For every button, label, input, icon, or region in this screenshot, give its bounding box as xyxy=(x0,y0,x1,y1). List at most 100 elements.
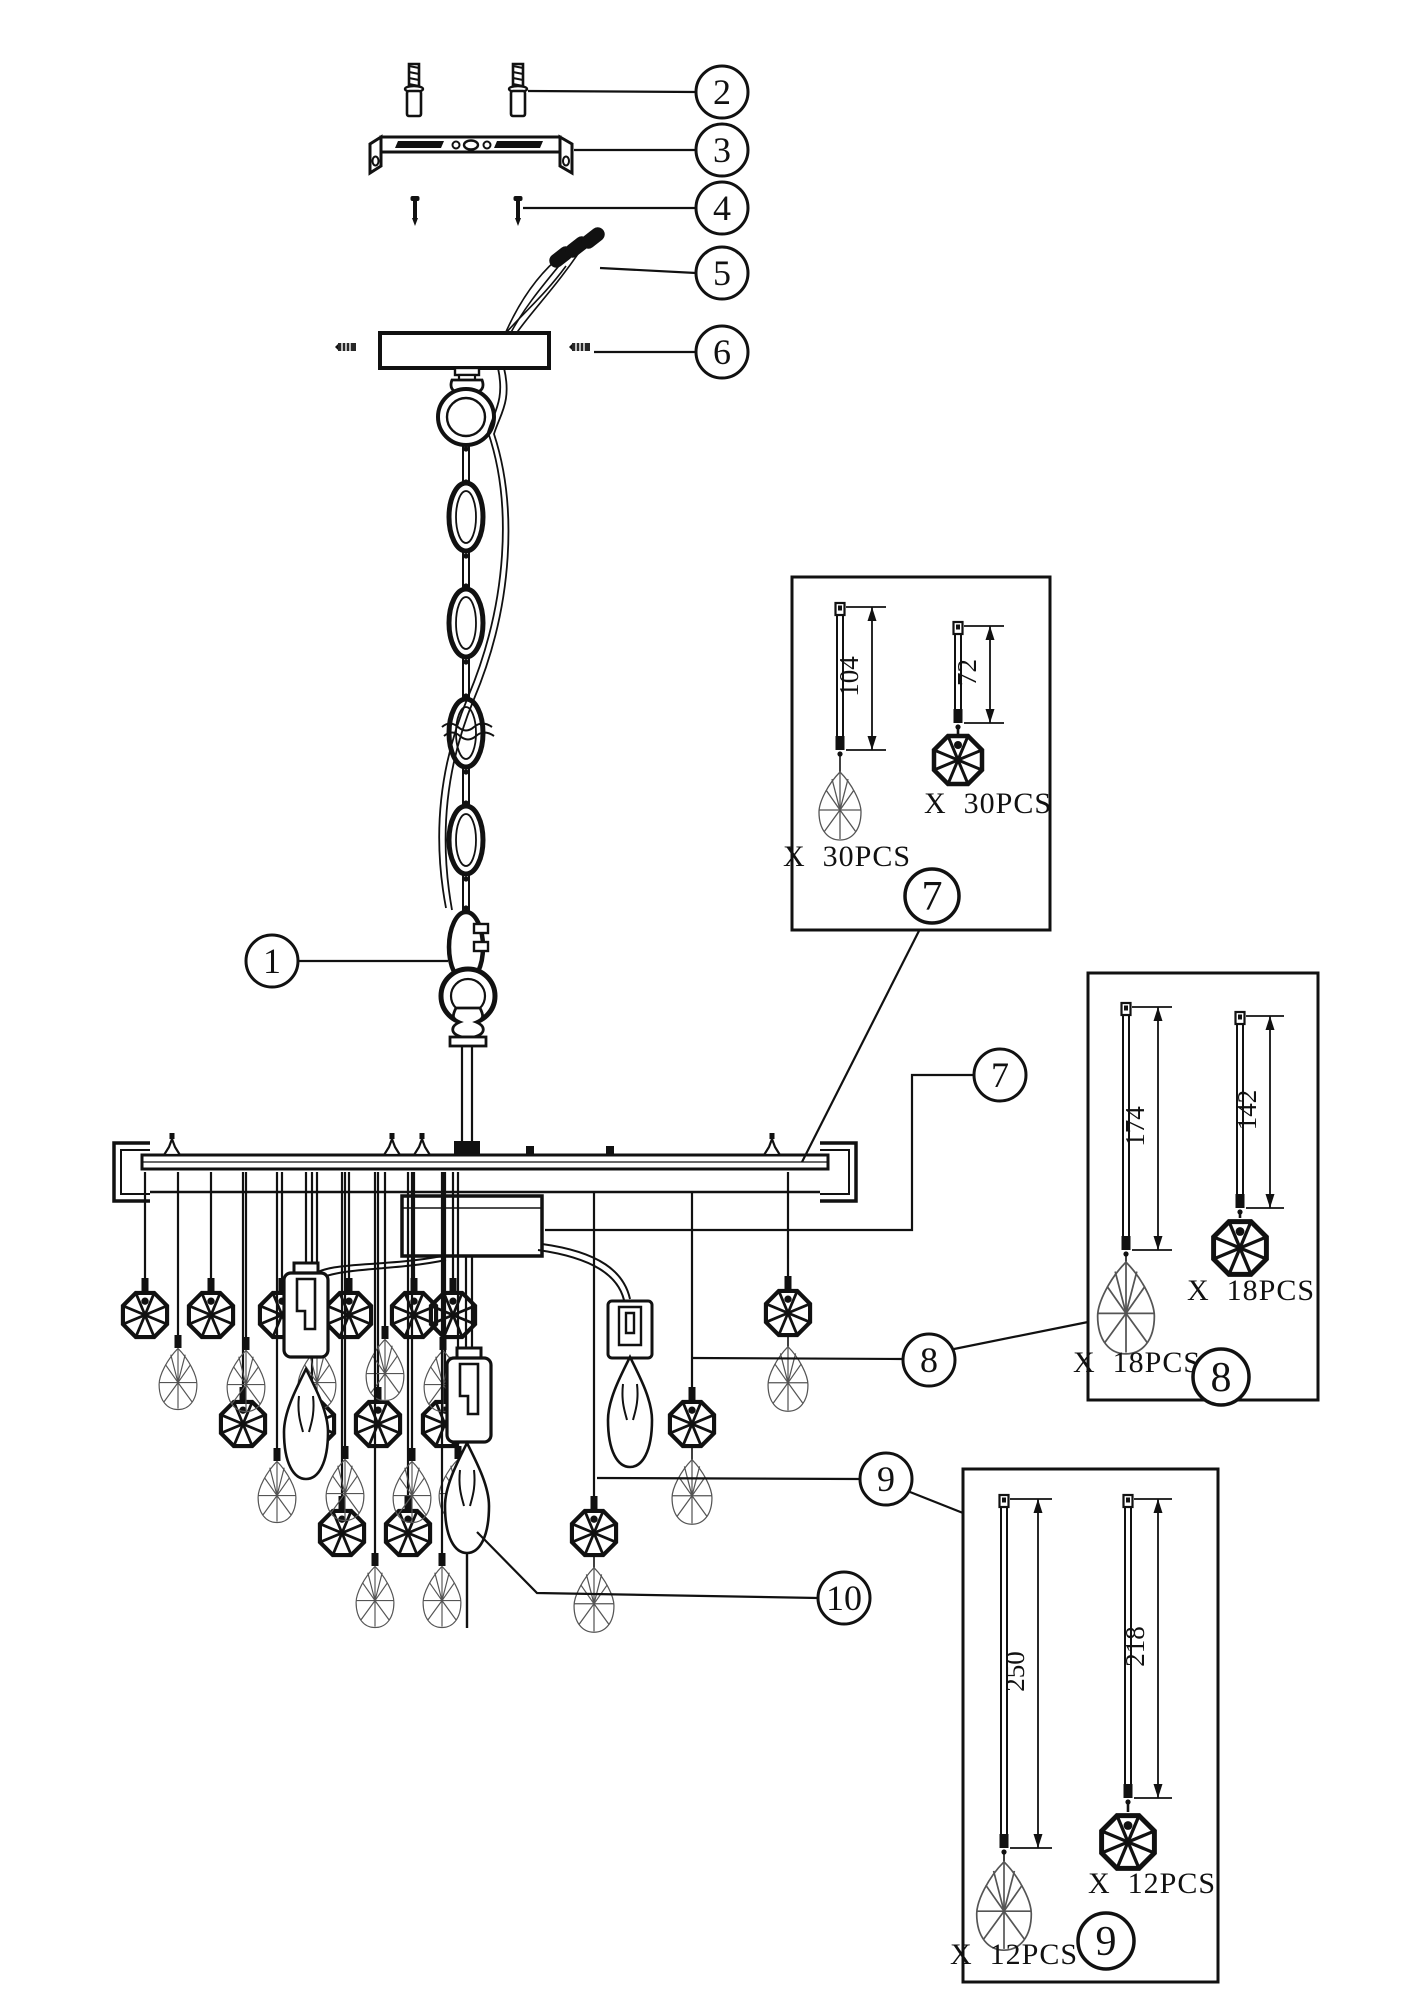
callout-6-label: 6 xyxy=(713,332,731,372)
teardrop-crystal-icon xyxy=(573,1567,615,1633)
finial-screw-icon xyxy=(762,1131,782,1157)
hanger-cap xyxy=(338,1496,346,1509)
teardrop-crystal-icon xyxy=(767,1346,809,1412)
callout-7-label: 7 xyxy=(991,1055,1009,1095)
hanger-cap xyxy=(345,1278,353,1291)
callout-9: 9 xyxy=(858,1451,914,1507)
candle-sockets xyxy=(282,1261,654,1628)
hanger-cap xyxy=(273,1448,281,1461)
hanger-cap xyxy=(381,1326,389,1339)
chandelier-frame xyxy=(112,1131,858,1356)
length-break-mark xyxy=(441,722,495,741)
hanger-cap xyxy=(239,1387,247,1400)
canopy-side-screw-icon xyxy=(568,342,591,352)
leader-lines xyxy=(298,89,1089,1600)
hanger-cap xyxy=(438,1553,446,1566)
octagon-crystal-icon xyxy=(221,1402,265,1446)
callout-5: 5 xyxy=(694,245,750,301)
teardrop-crystal-icon xyxy=(325,1458,365,1522)
callout-2: 2 xyxy=(694,64,750,120)
leader-line-box8 xyxy=(953,1320,1089,1351)
screw-icon xyxy=(410,196,420,226)
teardrop-crystal-icon xyxy=(355,1565,395,1629)
callout-10: 10 xyxy=(816,1570,872,1626)
teardrop-crystal-icon xyxy=(226,1349,266,1413)
candle-socket-icon xyxy=(445,1346,493,1444)
hanger-cap xyxy=(374,1387,382,1400)
hanger-cap xyxy=(341,1446,349,1459)
screw-icon xyxy=(513,196,523,226)
candle-bulb-icon xyxy=(282,1367,330,1481)
wall-anchors xyxy=(403,62,529,118)
leader-line-5 xyxy=(599,266,697,275)
dimensioned-pin: 104 72 xyxy=(834,601,1004,757)
wire-nut-icon xyxy=(549,227,605,268)
teardrop-crystal-icon xyxy=(365,1338,405,1402)
dimension-label: 142 xyxy=(1232,1090,1262,1131)
dimensioned-pin: 250 218 xyxy=(998,1493,1172,1855)
teardrop-crystal-icon xyxy=(392,1460,432,1524)
center-hub-box xyxy=(400,1194,544,1258)
teardrop-crystal-icon xyxy=(422,1565,462,1629)
canopy-side-screw-icon xyxy=(334,342,357,352)
hanger-cap xyxy=(174,1335,182,1348)
hanger-cap xyxy=(408,1448,416,1461)
octagon-crystal-icon xyxy=(327,1293,371,1337)
callout-9-label: 9 xyxy=(877,1459,895,1499)
callout-bubbles: 1 2 3 4 5 6 7 8 xyxy=(244,64,1028,1626)
octagon-crystal-icon xyxy=(320,1511,364,1555)
callout-6: 6 xyxy=(694,324,750,380)
finial-screw-icon xyxy=(412,1131,432,1157)
hanger-cap xyxy=(784,1276,792,1289)
octagon-crystal-icon xyxy=(572,1511,616,1555)
qty-label: X 18PCS xyxy=(1187,1274,1315,1307)
finial-screw-icon xyxy=(162,1131,182,1157)
dimension-label: 218 xyxy=(1120,1626,1150,1667)
octagon-crystal-icon xyxy=(123,1293,167,1337)
teardrop-crystal-icon xyxy=(671,1459,713,1525)
qty-label: X 30PCS xyxy=(783,840,911,873)
box-number: 7 xyxy=(922,874,943,920)
hanging-chain xyxy=(438,367,510,912)
leader-line-box9 xyxy=(909,1490,964,1515)
callout-2-label: 2 xyxy=(713,72,731,112)
leader-line-8 xyxy=(691,1356,904,1361)
teardrop-crystal-icon xyxy=(257,1460,297,1524)
hanger-cap xyxy=(404,1496,412,1509)
candle-socket-icon xyxy=(282,1261,330,1359)
callout-8-label: 8 xyxy=(920,1340,938,1380)
power-cord xyxy=(438,367,510,911)
qty-label: X 18PCS xyxy=(1073,1346,1201,1379)
wall-anchor-icon xyxy=(403,62,425,118)
octagon-crystal-icon xyxy=(670,1402,714,1446)
hanger-cap xyxy=(141,1278,149,1291)
wall-anchor-icon xyxy=(507,62,529,118)
hanger-cap xyxy=(590,1496,598,1509)
hanger-cap xyxy=(454,1446,462,1459)
callout-10-label: 10 xyxy=(826,1578,862,1618)
octagon-crystal-icon xyxy=(766,1291,810,1335)
candle-socket-icon xyxy=(606,1299,654,1360)
leader-line-7 xyxy=(545,1073,973,1232)
suspension-rod xyxy=(448,1006,488,1156)
hanger-cap xyxy=(371,1553,379,1566)
dimension-label: 104 xyxy=(834,656,864,697)
leader-line-10 xyxy=(476,1531,819,1600)
crystal-drop-cascade xyxy=(123,1172,810,1633)
callout-7: 7 xyxy=(972,1047,1028,1103)
hanger-cap xyxy=(688,1387,696,1400)
candle-bulb-icon xyxy=(606,1355,654,1469)
octagon-crystal-icon xyxy=(189,1293,233,1337)
ceiling-canopy xyxy=(334,331,591,447)
dimension-label: 250 xyxy=(1000,1651,1030,1692)
finial-screw-icon xyxy=(382,1131,402,1157)
dimension-label: 72 xyxy=(952,659,982,686)
callout-8: 8 xyxy=(901,1332,957,1388)
teardrop-crystal-icon xyxy=(158,1347,198,1411)
dimension-label: 174 xyxy=(1120,1106,1150,1147)
